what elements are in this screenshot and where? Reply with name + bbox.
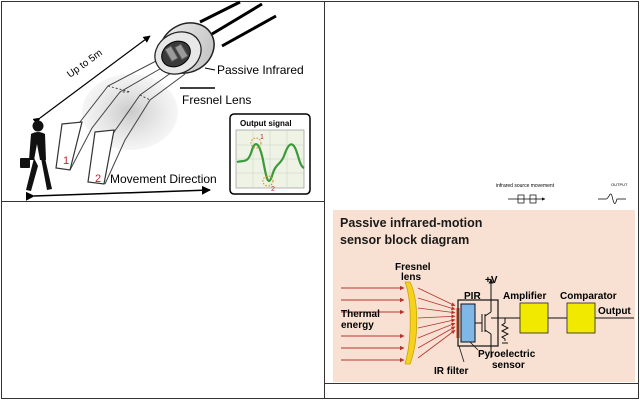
pir-illustration: 1 2 Up to 5m Passive Infrared Fresnel Le… [20, 0, 311, 201]
block-diagram-background [333, 210, 635, 382]
pyroelectric-label-2: sensor [492, 360, 525, 371]
output-mini-trace [598, 193, 626, 204]
movement-arrow [25, 185, 211, 201]
thermal-arrows [341, 285, 405, 363]
fresnel-label-1: Fresnel [395, 262, 431, 273]
amplifier-label: Amplifier [503, 291, 546, 302]
focused-ray [417, 307, 456, 315]
pir-sensor-can [154, 0, 277, 75]
fresnel-label-2: lens [401, 272, 421, 283]
resistor-symbol [500, 320, 510, 341]
vplus-label: +V [485, 275, 498, 286]
output-label: Output [598, 306, 631, 317]
pyroelectric-label-1: Pyroelectric [478, 349, 536, 360]
focused-ray [417, 329, 456, 359]
fresnel-lens-shape [404, 281, 418, 365]
peak-2-label: 2 [271, 186, 275, 193]
zone-2-label: 2 [95, 173, 101, 185]
focused-ray [417, 322, 456, 339]
thermal-label-2: energy [341, 320, 374, 331]
pir-housing [457, 299, 499, 347]
pir-label: PIR [464, 291, 481, 302]
zone-1-label: 1 [63, 155, 69, 167]
passive-infrared-label: Passive Infrared [217, 63, 304, 77]
movement-direction-label: Movement Direction [110, 172, 217, 186]
comparator-label: Comparator [560, 291, 617, 302]
infrared-source-label: infrared source movement [496, 183, 555, 189]
focused-ray [417, 326, 456, 349]
focused-ray [417, 297, 456, 311]
comparator-block[interactable] [566, 302, 596, 334]
peak-1-label: 1 [260, 134, 264, 141]
fet-symbol [475, 285, 492, 358]
source-movement-strip: infrared source movement OUTPUT [496, 182, 628, 204]
ir-filter-label: IR filter [434, 366, 469, 377]
zone-2-shape [87, 129, 115, 185]
output-signal-trace [236, 143, 305, 182]
range-label: Up to 5m [65, 48, 104, 81]
output-signal-scope: Output signal 1 2 [229, 113, 311, 195]
block-diagram-title-1: Passive infrared-motion [340, 216, 482, 230]
thermal-label-1: Thermal [341, 309, 380, 320]
block-diagram: Passive infrared-motion sensor block dia… [333, 210, 635, 382]
output-signal-title: Output signal [240, 119, 292, 128]
pir-element [460, 303, 476, 343]
output-mini-label: OUTPUT [611, 182, 628, 187]
focused-ray [417, 314, 456, 319]
walking-person-icon [20, 120, 52, 191]
focused-ray [417, 287, 456, 307]
range-arrow [32, 35, 151, 125]
focused-ray [417, 318, 456, 329]
focus-arrows [417, 287, 456, 359]
fresnel-lens-label: Fresnel Lens [182, 93, 251, 107]
amplifier-block[interactable] [519, 302, 549, 334]
block-diagram-title-2: sensor block diagram [340, 233, 469, 247]
